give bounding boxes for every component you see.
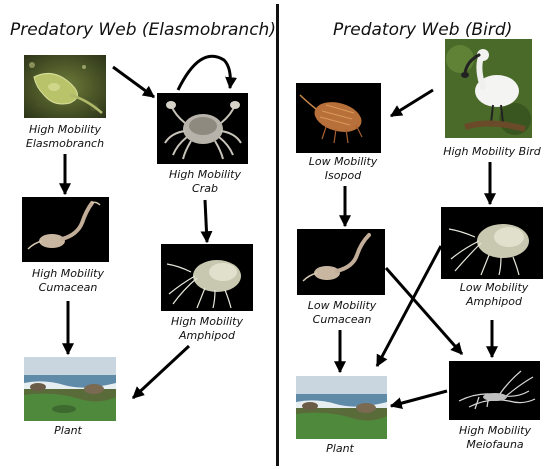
arrow-crab-self-loop bbox=[178, 56, 230, 90]
arrow-amphipod-to-plant bbox=[133, 346, 189, 398]
arrow-amphipod-to-plant bbox=[377, 246, 441, 366]
arrow-meiofauna-to-plant bbox=[391, 391, 447, 406]
arrow-elasmobranch-to-crab bbox=[113, 67, 154, 97]
arrow-crab-to-amphipod bbox=[205, 200, 207, 242]
arrow-bird-to-isopod bbox=[391, 90, 433, 116]
